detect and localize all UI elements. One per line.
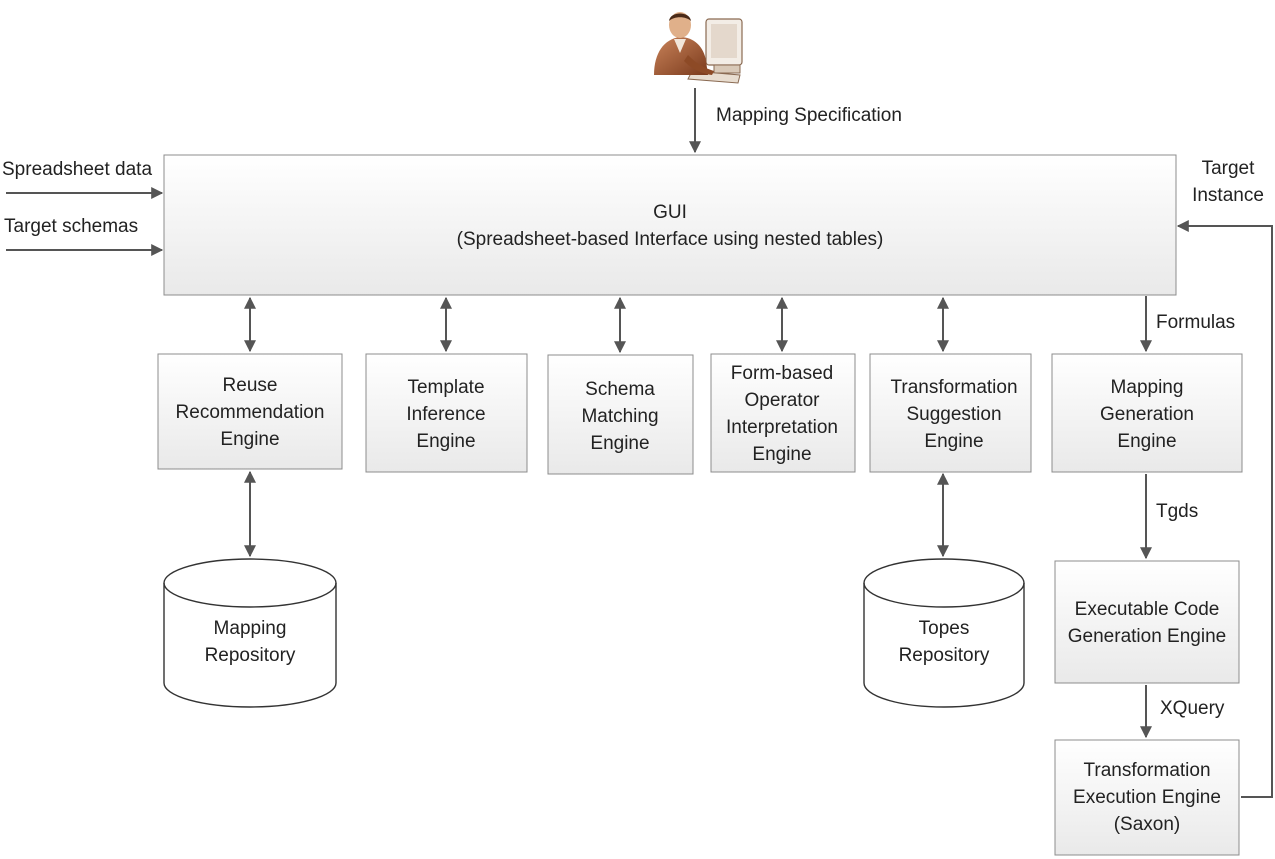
template-engine-line1: Template xyxy=(407,377,484,398)
suggestion-engine-line1: Transformation xyxy=(890,377,1017,398)
mapping-generation-engine-box: Mapping Generation Engine xyxy=(1051,353,1243,473)
reuse-recommendation-engine-box: Reuse Recommendation Engine xyxy=(157,353,343,470)
reuse-engine-line1: Reuse xyxy=(223,375,278,396)
person-at-computer-icon xyxy=(654,12,743,84)
form-engine-line4: Engine xyxy=(752,444,811,465)
mapping-repo-line1: Mapping xyxy=(214,618,287,639)
suggestion-engine-line3: Engine xyxy=(924,431,983,452)
mapping-repository-cylinder: Mapping Repository xyxy=(163,558,337,708)
exec-engine-line3: (Saxon) xyxy=(1114,814,1181,835)
schema-engine-line3: Engine xyxy=(590,433,649,454)
mapping-gen-engine-line1: Mapping xyxy=(1111,377,1184,398)
schema-matching-engine-box: Schema Matching Engine xyxy=(547,354,694,475)
gui-subtitle: (Spreadsheet-based Interface using neste… xyxy=(457,229,884,250)
formulas-label: Formulas xyxy=(1156,312,1235,333)
form-engine-line2: Operator xyxy=(745,390,821,411)
form-engine-line1: Form-based xyxy=(731,363,833,384)
exec-engine-line1: Transformation xyxy=(1083,760,1210,781)
mapping-gen-engine-line2: Generation xyxy=(1100,404,1194,425)
spreadsheet-data-label: Spreadsheet data xyxy=(2,159,152,180)
transformation-suggestion-engine-box: Transformation Suggestion Engine xyxy=(869,353,1032,473)
tgds-label: Tgds xyxy=(1156,501,1198,522)
exec-code-engine-line2: Generation Engine xyxy=(1068,626,1226,647)
mapping-repo-line2: Repository xyxy=(205,645,296,666)
schema-engine-line1: Schema xyxy=(585,379,655,400)
mapping-gen-engine-line3: Engine xyxy=(1117,431,1176,452)
topes-repo-line2: Repository xyxy=(899,645,990,666)
xquery-label: XQuery xyxy=(1160,698,1225,719)
form-engine-line3: Interpretation xyxy=(726,417,838,438)
topes-repository-cylinder: Topes Repository xyxy=(863,558,1025,708)
template-engine-line3: Engine xyxy=(416,431,475,452)
suggestion-engine-line2: Suggestion xyxy=(906,404,1001,425)
template-inference-engine-box: Template Inference Engine xyxy=(365,353,528,473)
target-instance-label-line1: Target xyxy=(1202,158,1256,179)
reuse-engine-line2: Recommendation xyxy=(176,402,325,423)
edge-exec-engine-to-gui xyxy=(1176,220,1273,798)
mapping-specification-label: Mapping Specification xyxy=(716,105,902,126)
executable-code-generation-engine-box: Executable Code Generation Engine xyxy=(1054,560,1240,684)
exec-engine-line2: Execution Engine xyxy=(1073,787,1221,808)
form-based-operator-interpretation-engine-box: Form-based Operator Interpretation Engin… xyxy=(710,353,856,473)
gui-box: GUI (Spreadsheet-based Interface using n… xyxy=(163,154,1177,296)
target-instance-label-line2: Instance xyxy=(1192,185,1264,206)
exec-code-engine-line1: Executable Code xyxy=(1075,599,1220,620)
reuse-engine-line3: Engine xyxy=(220,429,279,450)
template-engine-line2: Inference xyxy=(406,404,485,425)
schema-engine-line2: Matching xyxy=(581,406,658,427)
transformation-execution-engine-box: Transformation Execution Engine (Saxon) xyxy=(1054,739,1240,856)
target-schemas-label: Target schemas xyxy=(4,216,138,237)
topes-repo-line1: Topes xyxy=(919,618,970,639)
gui-title: GUI xyxy=(653,202,687,223)
